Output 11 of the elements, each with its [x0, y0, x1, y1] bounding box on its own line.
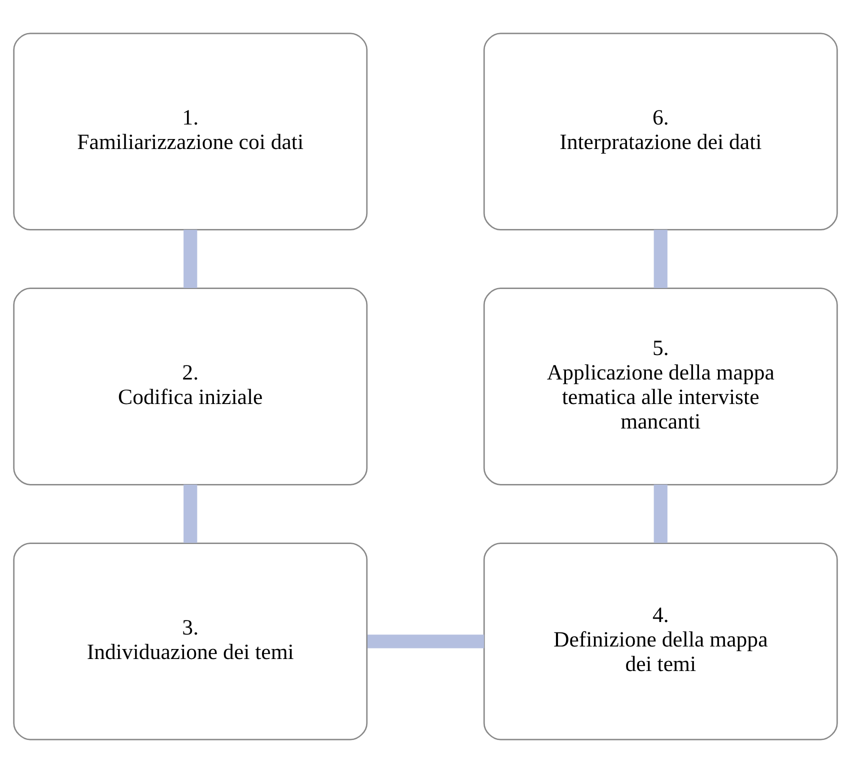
node-box: 4. Definizione della mappa dei temi	[483, 542, 838, 740]
connector	[654, 229, 668, 288]
node-box: 5. Applicazione della mappa tematica alle interviste mancanti	[483, 287, 838, 485]
connector	[654, 484, 668, 542]
node-box: 1. Familiarizzazione coi dati	[13, 32, 368, 230]
connector	[184, 484, 198, 542]
connector	[184, 229, 198, 288]
node-box: 2. Codifica iniziale	[13, 287, 368, 485]
node-box: 3. Individuazione dei temi	[13, 542, 368, 740]
node-box: 6. Interpratazione dei dati	[483, 32, 838, 230]
connector	[367, 634, 484, 648]
